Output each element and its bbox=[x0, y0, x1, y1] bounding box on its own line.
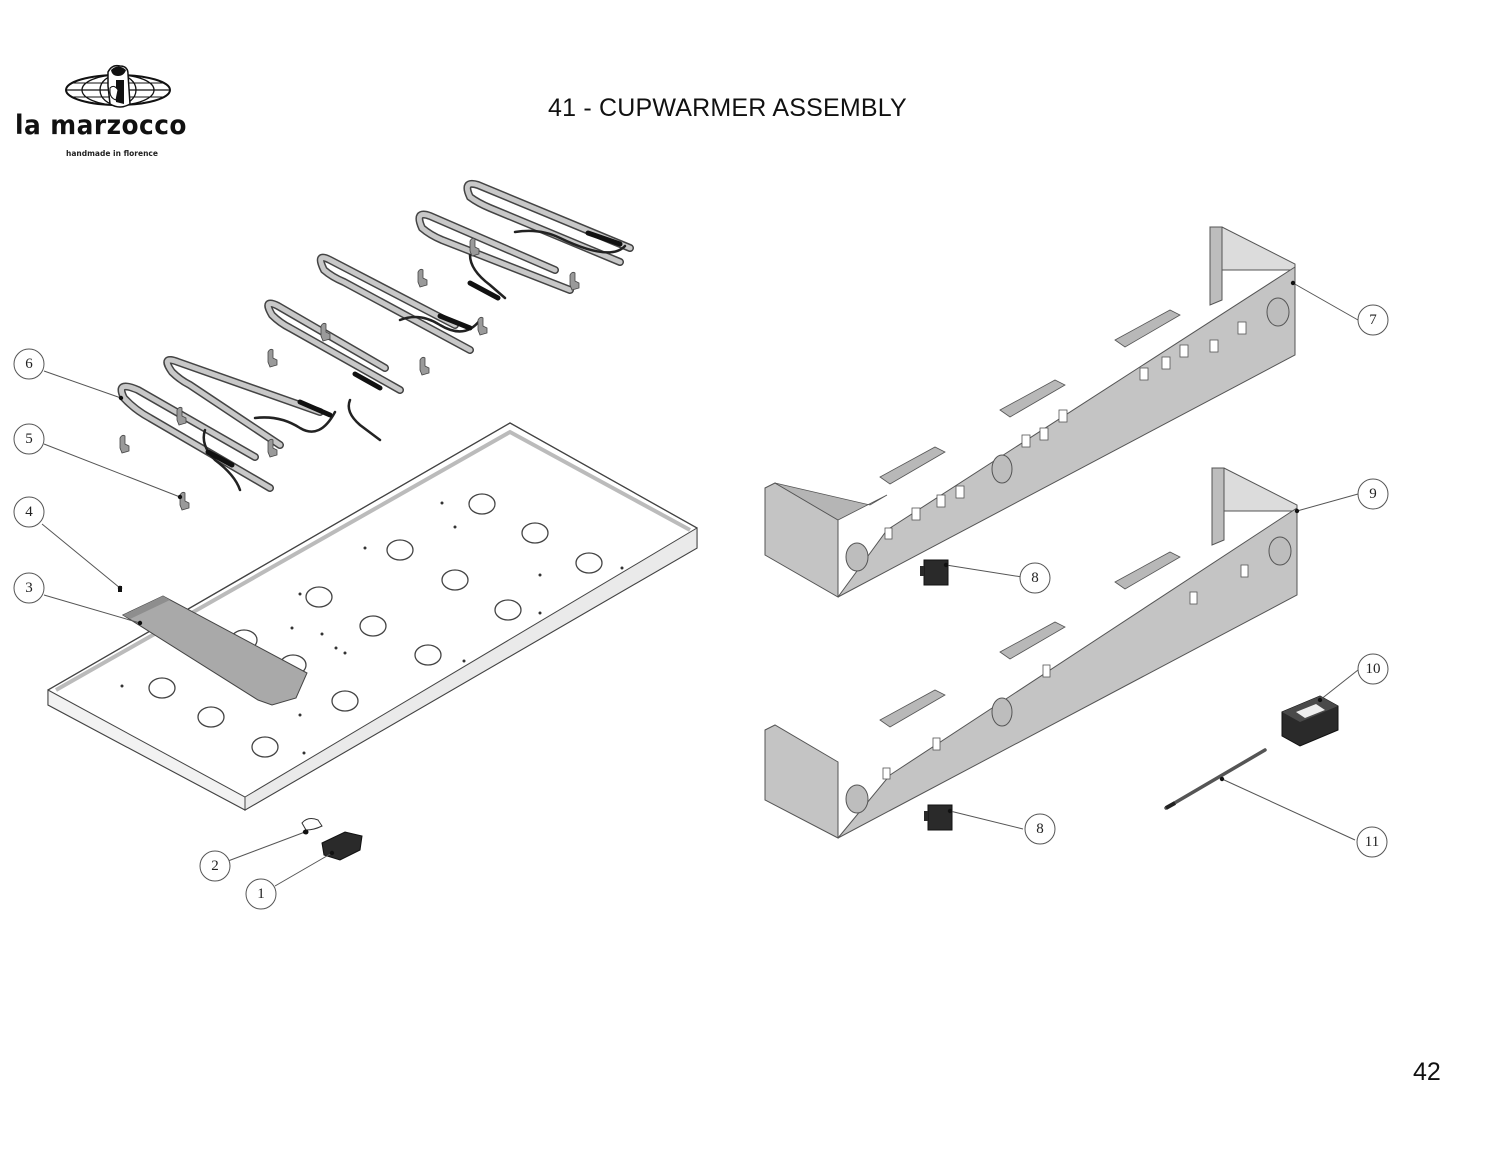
callout-11[interactable]: 11 bbox=[1356, 826, 1388, 858]
callout-9[interactable]: 9 bbox=[1357, 478, 1389, 510]
leader-dots bbox=[117, 280, 1323, 856]
brand-name: la marzocco bbox=[15, 110, 187, 141]
rocker-switch-upper bbox=[920, 559, 949, 586]
callout-label: 8 bbox=[1036, 821, 1044, 837]
heating-elements bbox=[117, 179, 634, 492]
callout-8-upper[interactable]: 8 bbox=[1019, 562, 1051, 594]
cupwarmer-tray bbox=[47, 422, 698, 811]
lion-globe-icon bbox=[65, 64, 171, 108]
brand-tagline: handmade in florence bbox=[66, 149, 158, 158]
page-number: 42 bbox=[1413, 1058, 1441, 1086]
rocker-switch-lower bbox=[924, 804, 953, 831]
callout-label: 5 bbox=[25, 431, 33, 447]
tray-holes bbox=[148, 493, 603, 758]
page-title: 41 - CUPWARMER ASSEMBLY bbox=[548, 94, 907, 122]
callout-label: 7 bbox=[1369, 312, 1377, 328]
callout-1[interactable]: 1 bbox=[245, 878, 277, 910]
callout-label: 6 bbox=[25, 356, 33, 372]
cover-plate bbox=[121, 595, 308, 706]
callout-3[interactable]: 3 bbox=[13, 572, 45, 604]
callout-6[interactable]: 6 bbox=[13, 348, 45, 380]
callout-2[interactable]: 2 bbox=[199, 850, 231, 882]
relay bbox=[1281, 695, 1339, 747]
temperature-probe bbox=[1164, 748, 1267, 810]
callout-4[interactable]: 4 bbox=[13, 496, 45, 528]
callout-8-lower[interactable]: 8 bbox=[1024, 813, 1056, 845]
callout-10[interactable]: 10 bbox=[1357, 653, 1389, 685]
callout-label: 4 bbox=[25, 504, 33, 520]
callout-label: 10 bbox=[1366, 661, 1381, 677]
front-panel-lower bbox=[764, 467, 1298, 839]
callout-label: 8 bbox=[1031, 570, 1039, 586]
callout-label: 3 bbox=[25, 580, 33, 596]
brand-logo: la marzocco handmade in florence bbox=[12, 62, 212, 162]
leader-lines bbox=[41, 282, 1359, 887]
front-panel-upper bbox=[764, 226, 1296, 598]
callout-label: 9 bbox=[1369, 486, 1377, 502]
callout-5[interactable]: 5 bbox=[13, 423, 45, 455]
callout-label: 1 bbox=[257, 886, 265, 902]
callout-label: 11 bbox=[1365, 834, 1379, 850]
callout-7[interactable]: 7 bbox=[1357, 304, 1389, 336]
callout-label: 2 bbox=[211, 858, 219, 874]
